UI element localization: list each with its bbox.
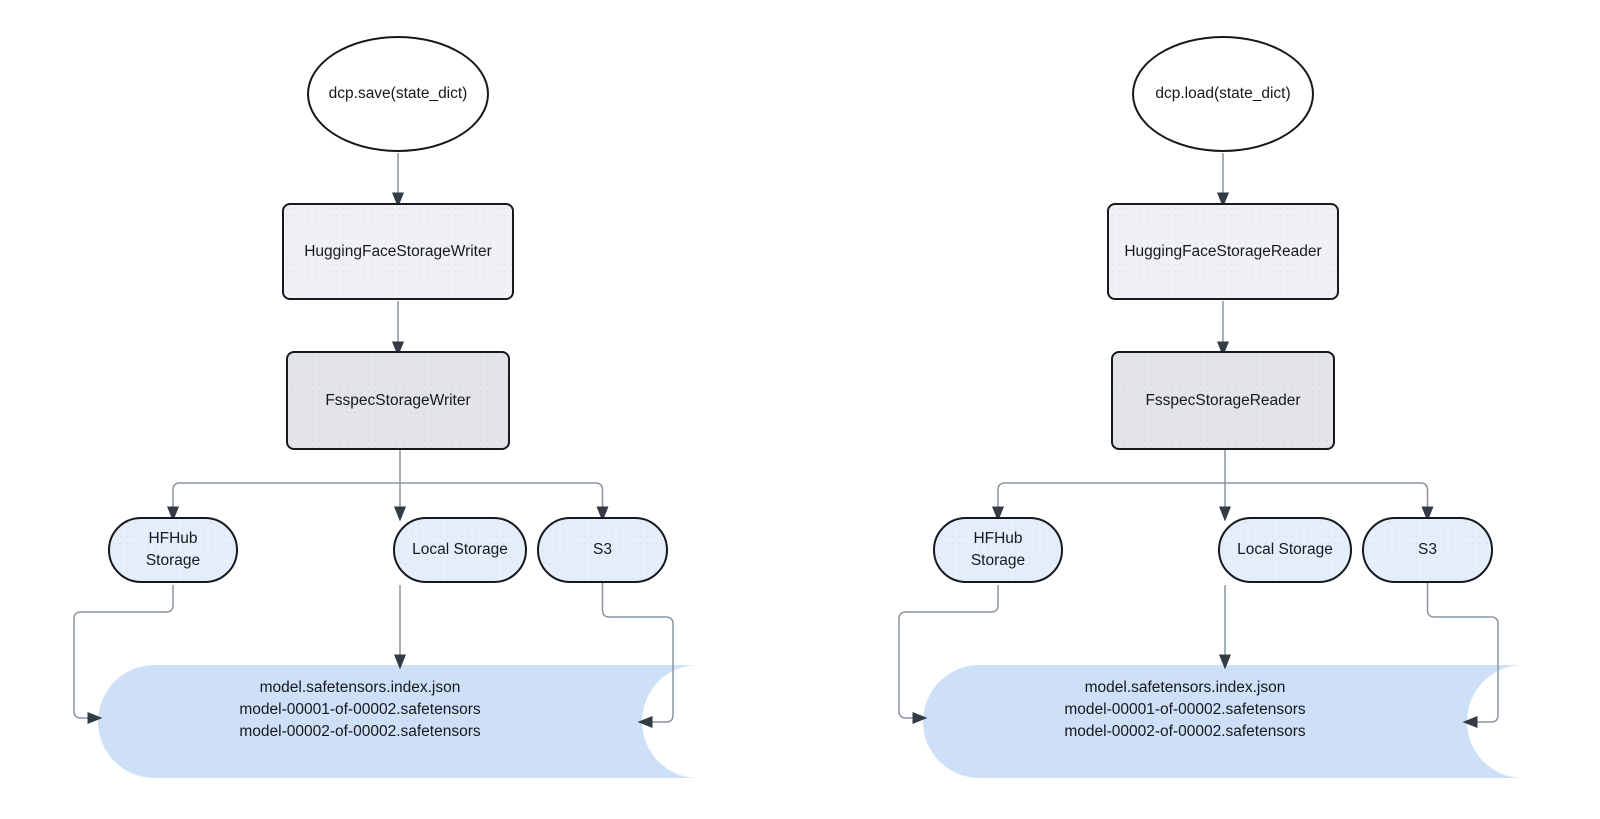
fsspec-storage-reader-node: FsspecStorageReader	[1111, 351, 1335, 450]
files-cylinder-end-cut	[1467, 665, 1579, 778]
storage-node-hfhub: HFHub Storage	[108, 517, 238, 583]
storage-node-hfhub: HFHub Storage	[933, 517, 1063, 583]
storage-node-local: Local Storage	[1218, 517, 1352, 583]
fsspec-storage-writer-label: FsspecStorageWriter	[325, 391, 471, 409]
storage-node-local-label: Local Storage	[412, 541, 508, 558]
load-flow-diagram: dcp.load(state_dict) HuggingFaceStorageR…	[885, 0, 1585, 800]
huggingface-storage-writer-label: HuggingFaceStorageWriter	[304, 242, 492, 260]
edge-branch-hfhub	[167, 482, 400, 522]
fsspec-storage-writer-node: FsspecStorageWriter	[286, 351, 510, 450]
storage-node-s3: S3	[537, 517, 668, 583]
huggingface-storage-writer-node: HuggingFaceStorageWriter	[282, 203, 514, 300]
files-cylinder-end-cut	[642, 665, 754, 778]
file-name: model-00002-of-00002.safetensors	[1064, 723, 1306, 740]
storage-node-local: Local Storage	[393, 517, 527, 583]
files-cylinder	[923, 665, 1523, 778]
file-name: model.safetensors.index.json	[1084, 679, 1286, 696]
fsspec-storage-reader-label: FsspecStorageReader	[1145, 391, 1301, 409]
storage-node-local-label: Local Storage	[1237, 541, 1333, 558]
files-list: model.safetensors.index.json model-00001…	[110, 677, 610, 743]
entry-node-label: dcp.load(state_dict)	[1155, 85, 1291, 102]
storage-node-s3-label: S3	[1418, 541, 1437, 558]
edge-branch-hfhub	[992, 482, 1225, 522]
file-name: model-00002-of-00002.safetensors	[239, 723, 481, 740]
entry-node: dcp.load(state_dict)	[1132, 36, 1314, 152]
huggingface-storage-reader-node: HuggingFaceStorageReader	[1107, 203, 1339, 300]
files-cylinder	[98, 665, 698, 778]
edge-branch-s3	[400, 482, 609, 522]
entry-node: dcp.save(state_dict)	[307, 36, 489, 152]
file-name: model-00001-of-00002.safetensors	[1064, 701, 1306, 718]
file-name: model.safetensors.index.json	[259, 679, 461, 696]
files-list: model.safetensors.index.json model-00001…	[935, 677, 1435, 743]
storage-node-hfhub-label: HFHub Storage	[145, 530, 201, 569]
file-name: model-00001-of-00002.safetensors	[239, 701, 481, 718]
storage-node-hfhub-label: HFHub Storage	[970, 530, 1026, 569]
save-flow-diagram: dcp.save(state_dict) HuggingFaceStorageW…	[60, 0, 760, 800]
storage-node-s3: S3	[1362, 517, 1493, 583]
storage-node-s3-label: S3	[593, 541, 612, 558]
huggingface-storage-reader-label: HuggingFaceStorageReader	[1124, 242, 1322, 260]
entry-node-label: dcp.save(state_dict)	[328, 85, 468, 102]
edge-branch-s3	[1225, 482, 1434, 522]
